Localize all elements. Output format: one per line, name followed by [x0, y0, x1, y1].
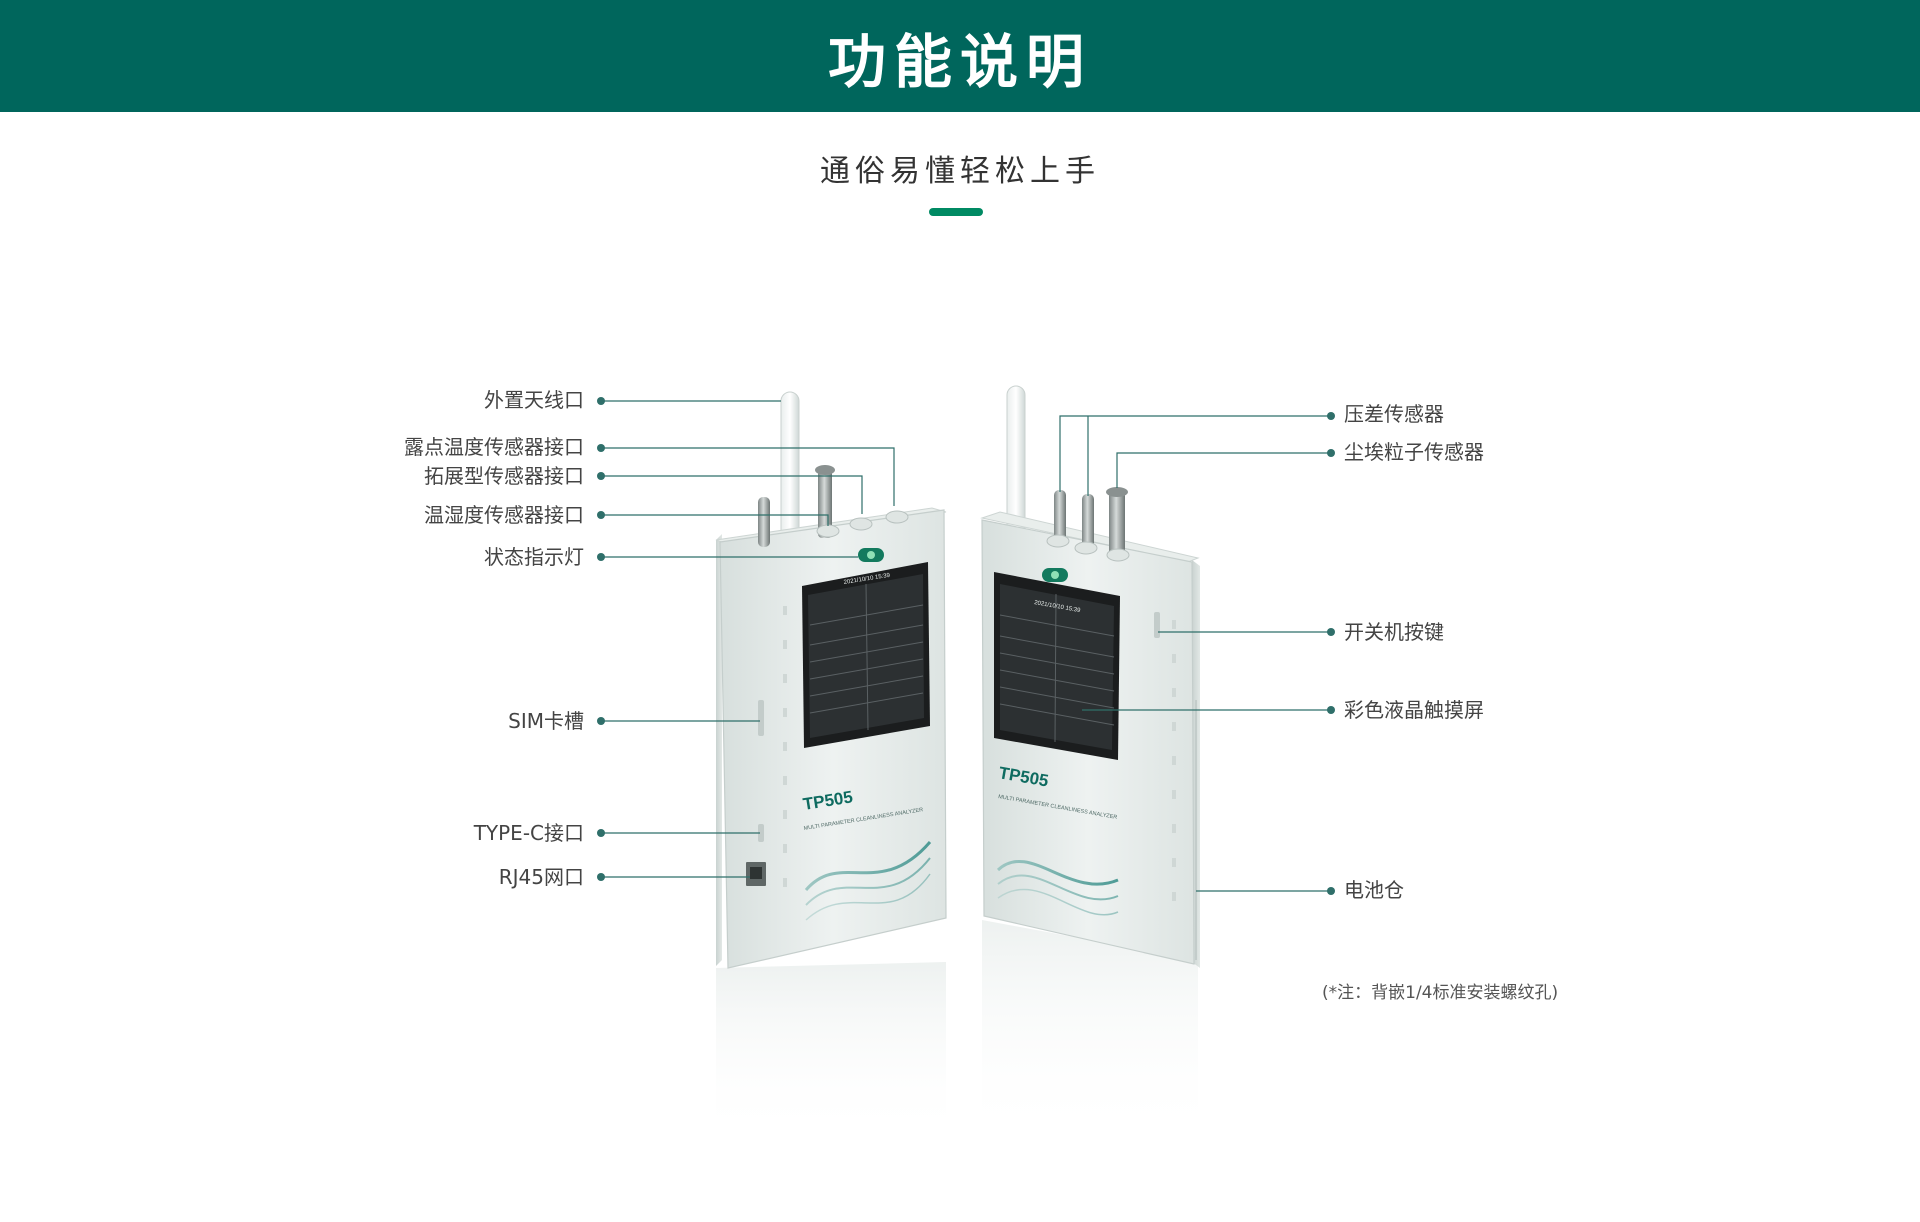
mounting-footnote: (*注：背嵌1/4标准安装螺纹孔): [1322, 983, 1559, 1003]
header-banner: 功能说明: [0, 0, 1920, 112]
right-pressure-probe-1: [1054, 490, 1066, 544]
left-sim-slot: [758, 700, 764, 736]
page-subtitle: 通俗易懂轻松上手: [820, 154, 1100, 189]
right-callout-lines: [1059, 415, 1331, 892]
callout-status-light: 状态指示灯: [484, 545, 584, 569]
left-callout-lines: [601, 400, 895, 878]
page-title: 功能说明: [827, 28, 1092, 96]
left-device-reflection: [716, 962, 946, 1140]
callout-dewpoint-sensor-port: 露点温度传感器接口: [404, 435, 584, 459]
right-callout-dots: [1327, 412, 1335, 895]
callout-battery-compartment: 电池仓: [1344, 878, 1404, 902]
callout-pressure-sensor: 压差传感器: [1344, 402, 1444, 426]
left-device: [715, 391, 947, 1140]
callout-expansion-sensor-port: 拓展型传感器接口: [424, 464, 584, 488]
left-typec-port: [758, 824, 764, 842]
callout-sim-slot: SIM卡槽: [508, 709, 584, 733]
right-pressure-probe-2: [1082, 494, 1094, 550]
right-device: [980, 385, 1200, 1140]
right-device-reflection: [982, 920, 1198, 1140]
callout-dust-particle-sensor: 尘埃粒子传感器: [1344, 440, 1484, 464]
callout-touch-screen: 彩色液晶触摸屏: [1344, 698, 1484, 722]
left-antenna: [780, 391, 800, 543]
left-callout-dots: [597, 397, 605, 881]
right-power-button: [1154, 612, 1160, 638]
title-accent-bar: [929, 208, 983, 216]
callout-typec-port: TYPE-C接口: [473, 821, 584, 845]
callout-rj45-port: RJ45网口: [498, 865, 584, 889]
callout-external-antenna: 外置天线口: [484, 388, 584, 412]
callout-power-button: 开关机按键: [1344, 620, 1444, 644]
right-dust-sensor: [1109, 492, 1125, 558]
callout-temp-humidity-port: 温湿度传感器接口: [424, 503, 584, 527]
left-dewpoint-probe: [758, 497, 770, 547]
